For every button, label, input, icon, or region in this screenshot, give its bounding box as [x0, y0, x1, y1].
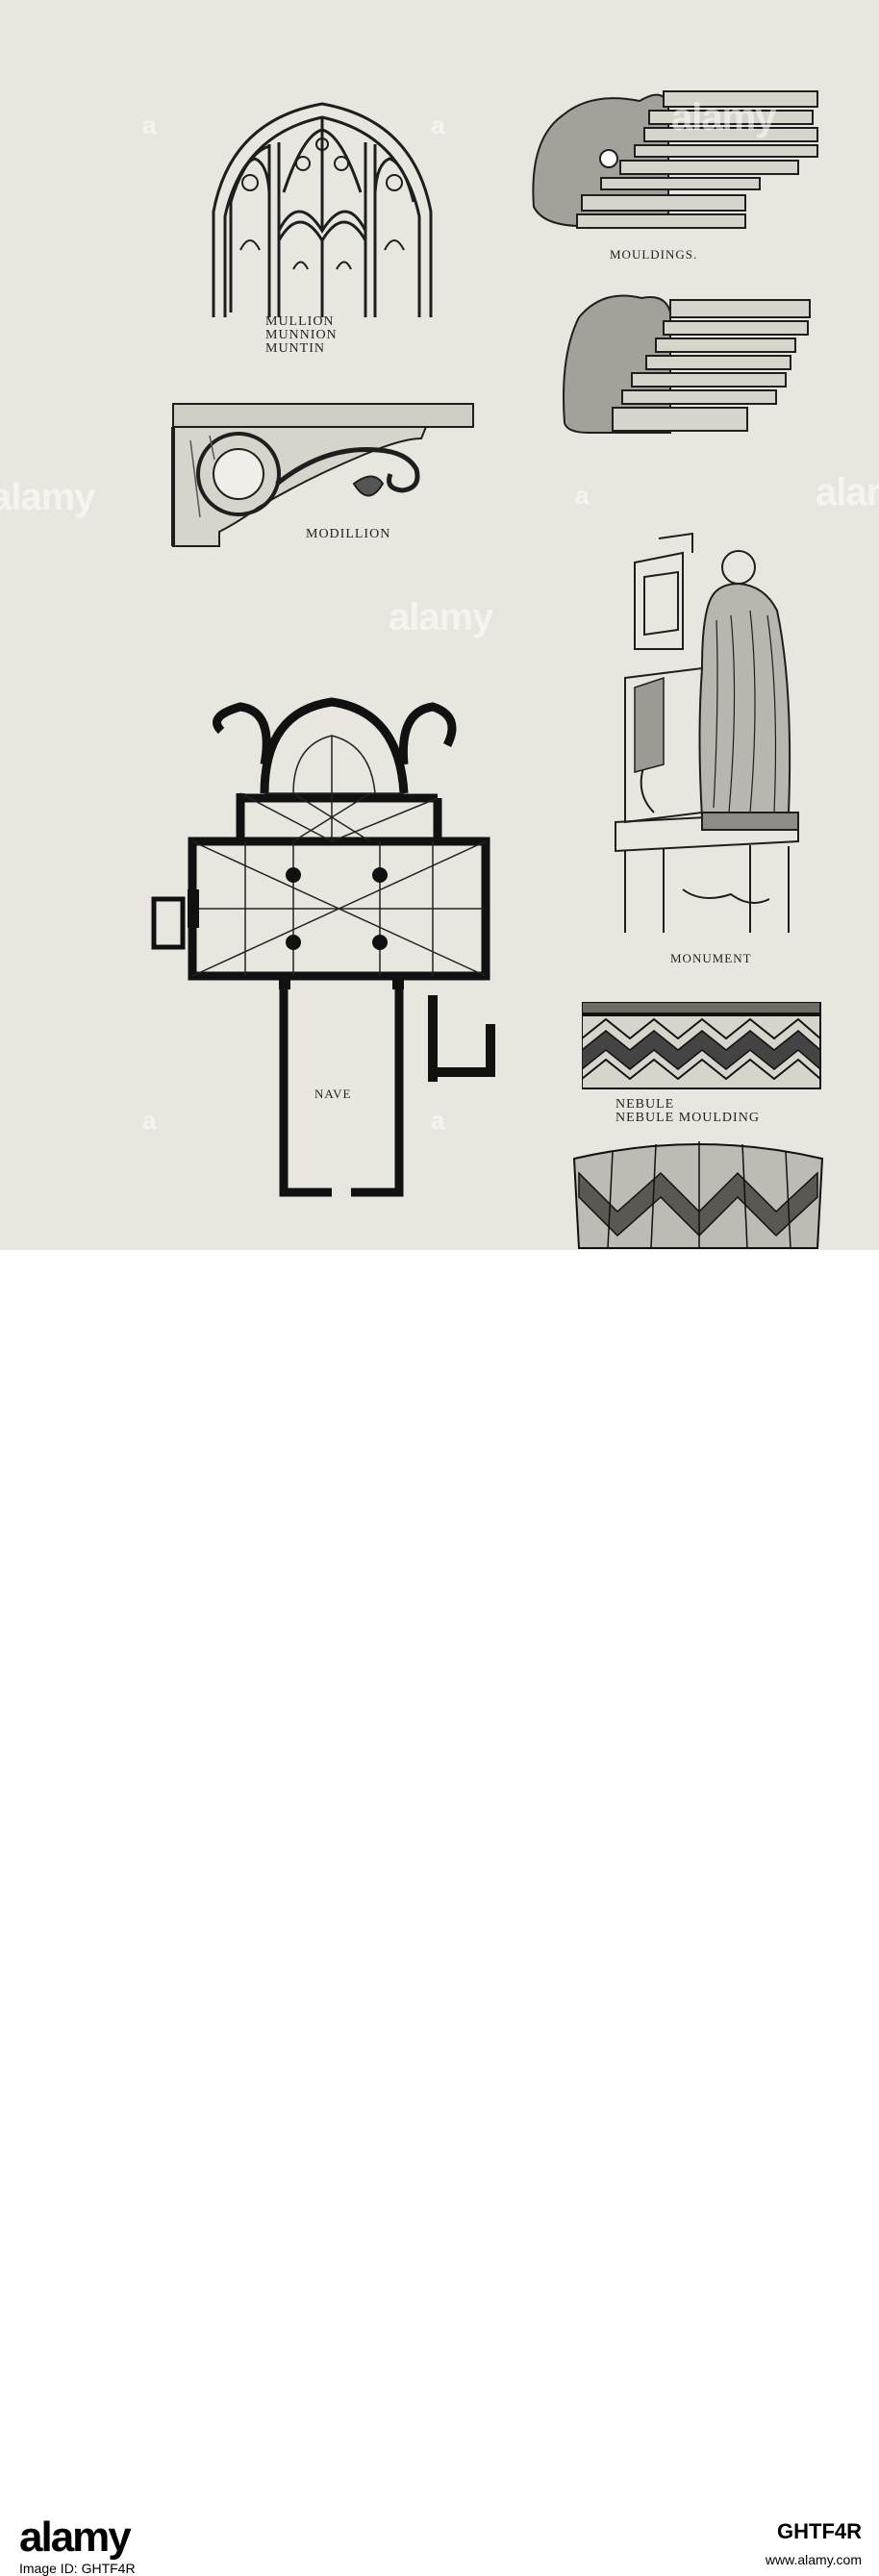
modillion-illustration — [171, 403, 474, 547]
watermark-left-mid: alamy — [0, 476, 95, 518]
mullion-illustration — [212, 102, 433, 317]
nebule-caption-line-1: NEBULE — [615, 1097, 675, 1112]
watermark-mark: a — [431, 111, 445, 139]
image-code: GHTF4R — [777, 2519, 862, 2543]
watermark-mark: a — [575, 481, 590, 510]
watermark-mark: a — [431, 1106, 445, 1135]
mouldings-caption: MOULDINGS. — [610, 247, 698, 262]
scanned-page: MULLION MUNNION MUNTIN MOULDINGS. — [0, 0, 879, 1250]
mullion-caption-line-2: MUNNION — [265, 328, 338, 342]
nebule-caption: NEBULE NEBULE MOULDING — [615, 1098, 760, 1125]
watermark-right-top: alamy — [671, 96, 776, 138]
footer-logo[interactable]: alamy — [19, 2513, 132, 2561]
watermark-mark: a — [142, 111, 157, 139]
mullion-caption-line-3: MUNTIN — [265, 341, 325, 356]
monument-illustration — [615, 532, 799, 933]
nave-caption: NAVE — [314, 1087, 352, 1101]
watermark-center: alamy — [389, 596, 493, 638]
nebule-illustration-top — [582, 1002, 821, 1089]
mouldings-illustration-bottom — [563, 294, 811, 434]
nebule-illustration-bottom — [572, 1141, 824, 1249]
image-id-label: Image ID: GHTF4R — [19, 2561, 136, 2576]
site-url[interactable]: www.alamy.com — [765, 2552, 862, 2567]
mouldings-illustration-top — [532, 90, 818, 229]
mullion-caption-line-1: MULLION — [265, 314, 335, 329]
footer-bar: alamy Image ID: GHTF4R GHTF4R www.alamy.… — [0, 1250, 879, 2576]
nave-floor-plan — [151, 697, 495, 1197]
nebule-caption-line-2: NEBULE MOULDING — [615, 1111, 760, 1125]
watermark-mark: a — [142, 1106, 157, 1135]
monument-caption: MONUMENT — [670, 951, 752, 965]
mullion-caption: MULLION MUNNION MUNTIN — [265, 315, 357, 356]
modillion-caption: MODILLION — [306, 527, 391, 541]
watermark-right-mid: alamy — [816, 471, 879, 513]
footer-code-box: GHTF4R www.alamy.com — [766, 2519, 862, 2567]
